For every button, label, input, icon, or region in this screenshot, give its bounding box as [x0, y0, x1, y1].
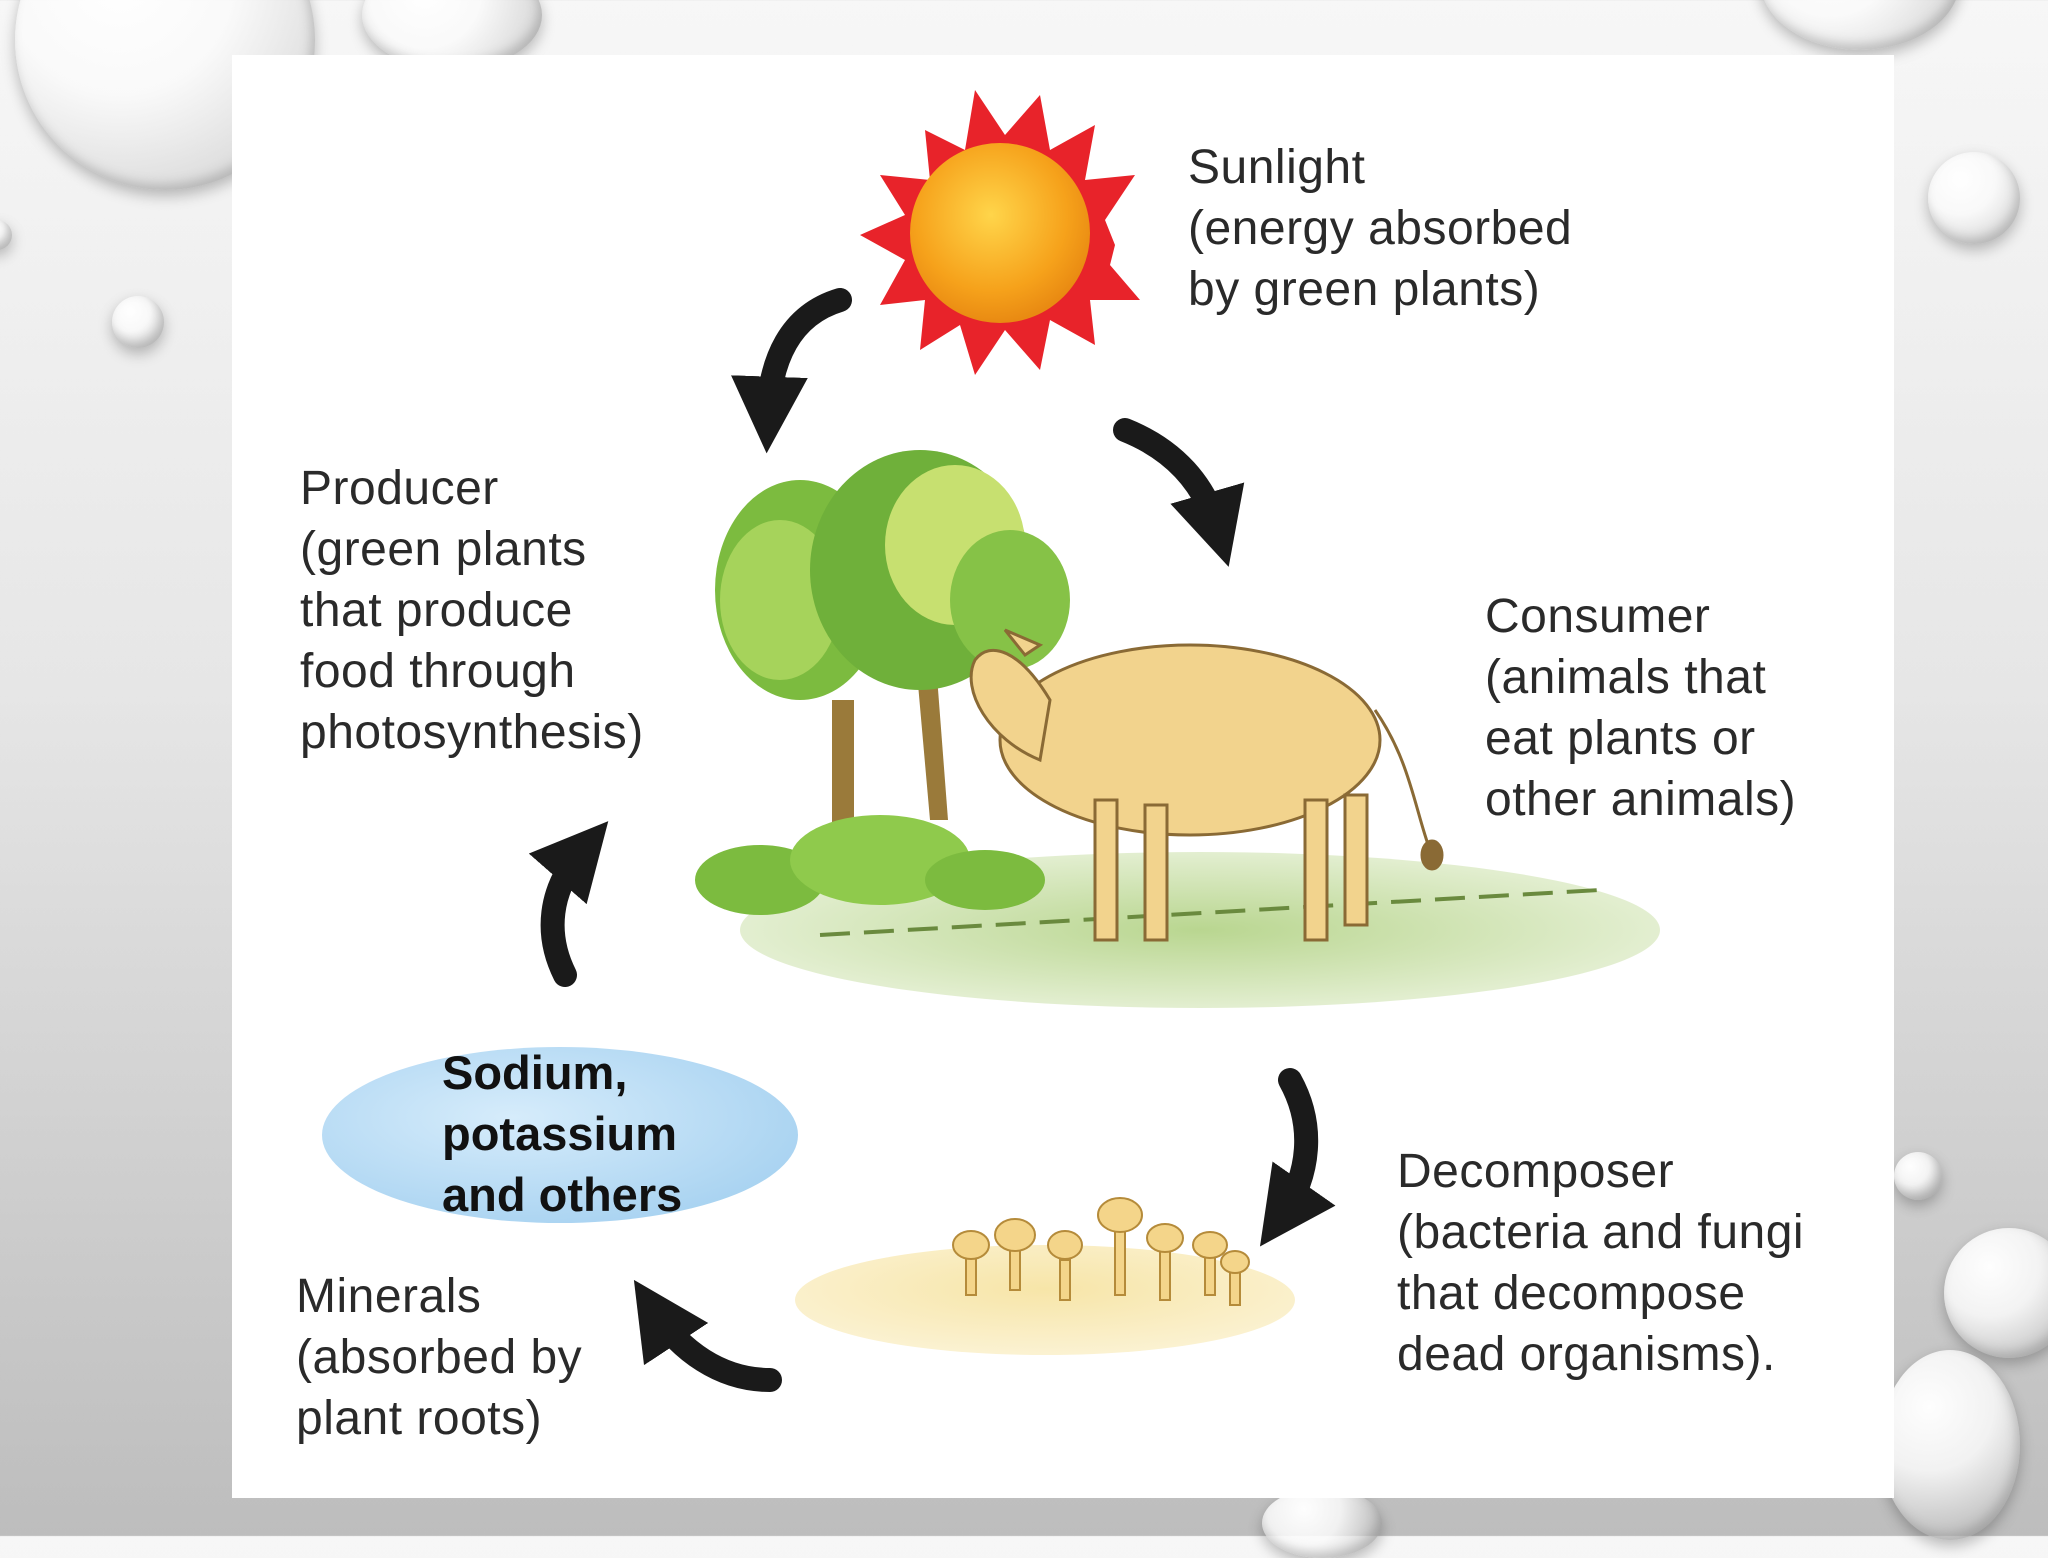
bubble-decoration [1894, 1152, 1942, 1200]
soil-patch [795, 1245, 1295, 1355]
mushroom-icon [952, 1197, 1250, 1306]
cow-icon [969, 628, 1444, 942]
node-description: plant roots) [296, 1392, 543, 1445]
bubble-decoration [1880, 1350, 2020, 1540]
mineral-pool [322, 1047, 798, 1223]
bubble-decoration [1944, 1228, 2048, 1358]
node-title: Sunlight [1188, 141, 1366, 194]
bubble-decoration [0, 220, 12, 250]
node-title: Consumer [1485, 590, 1711, 643]
node-description: (energy absorbed [1188, 202, 1573, 255]
node-producer: Producer (green plants that produce food… [300, 458, 644, 763]
node-description: potassium [442, 1107, 678, 1160]
bubble-decoration [1928, 152, 2020, 244]
sun-icon [860, 90, 1140, 375]
node-description: (animals that [1485, 651, 1767, 704]
node-mineral-pool: Sodium, potassium and others [442, 1042, 682, 1225]
node-sunlight: Sunlight (energy absorbed by green plant… [1188, 137, 1572, 320]
node-description: (absorbed by [296, 1331, 583, 1384]
node-description: (bacteria and fungi [1397, 1206, 1805, 1259]
node-title: Decomposer [1397, 1145, 1675, 1198]
node-consumer: Consumer (animals that eat plants or oth… [1485, 586, 1796, 830]
node-description: eat plants or [1485, 712, 1756, 765]
node-description: that decompose [1397, 1267, 1746, 1320]
node-description: that produce [300, 584, 573, 637]
node-description: by green plants) [1188, 263, 1541, 316]
node-title: Minerals [296, 1270, 482, 1323]
bubble-decoration [112, 296, 164, 348]
node-title: Sodium, [442, 1046, 628, 1099]
node-decomposer: Decomposer (bacteria and fungi that deco… [1397, 1141, 1804, 1385]
node-description: (green plants [300, 523, 587, 576]
node-minerals: Minerals (absorbed by plant roots) [296, 1266, 582, 1449]
arrow-icon [528, 288, 1336, 1392]
node-description: photosynthesis) [300, 706, 644, 759]
node-description: other animals) [1485, 773, 1797, 826]
tree-icon [695, 450, 1070, 915]
node-description: food through [300, 645, 576, 698]
node-title: Producer [300, 462, 499, 515]
node-description: dead organisms). [1397, 1328, 1776, 1381]
node-description: and others [442, 1168, 683, 1221]
